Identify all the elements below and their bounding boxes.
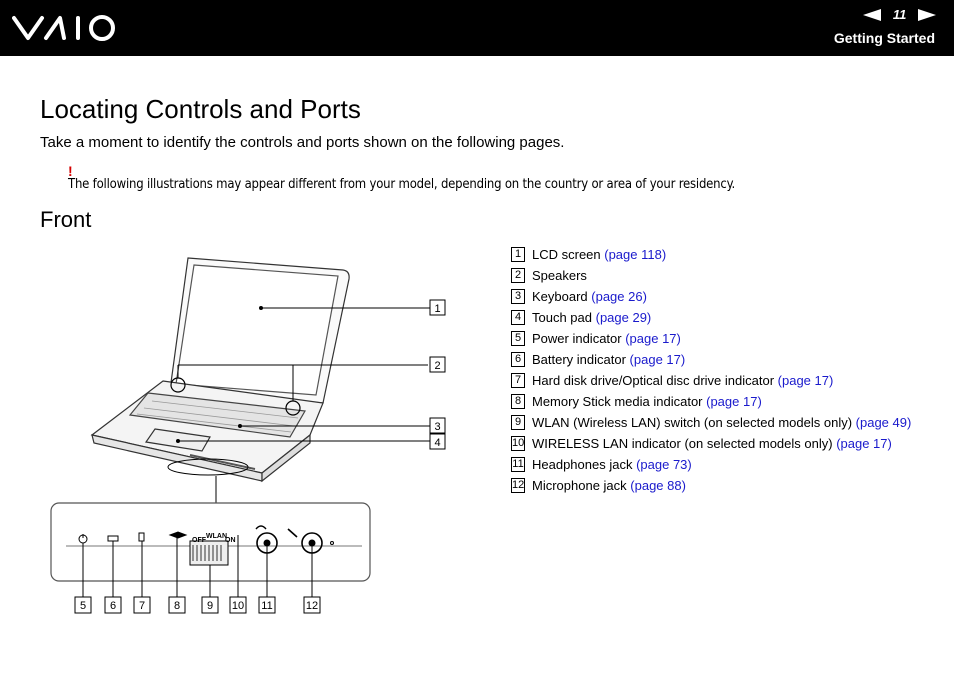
callout-6: 6	[110, 600, 116, 612]
page-link[interactable]: (page 17)	[625, 331, 681, 346]
list-item: 12 Microphone jack (page 88)	[511, 477, 931, 494]
item-text: Touch pad	[532, 310, 596, 325]
item-text: WLAN (Wireless LAN) switch (on selected …	[532, 415, 856, 430]
item-text: Hard disk drive/Optical disc drive indic…	[532, 373, 778, 388]
callout-8: 8	[174, 600, 180, 612]
warning-note: The following illustrations may appear d…	[68, 177, 736, 192]
page-title: Locating Controls and Ports	[40, 94, 361, 124]
callout-5: 5	[80, 600, 86, 612]
list-item: 5 Power indicator (page 17)	[511, 330, 931, 347]
item-number: 9	[511, 415, 525, 430]
laptop-front-illustration: 1 2 3 4 OFF WLAN ON	[50, 257, 446, 614]
callout-4: 4	[434, 437, 440, 449]
callout-3: 3	[434, 421, 440, 433]
callout-12: 12	[306, 600, 318, 612]
list-item: 8 Memory Stick media indicator (page 17)	[511, 393, 931, 410]
section-subtitle: Front	[40, 207, 92, 232]
switch-label-on: ON	[225, 537, 236, 544]
item-number: 11	[511, 457, 525, 472]
page-link[interactable]: (page 17)	[836, 436, 892, 451]
component-list: 1 LCD screen (page 118) 2 Speakers 3 Keyboa…	[511, 246, 931, 498]
page-link[interactable]: (page 73)	[636, 457, 692, 472]
page-link[interactable]: (page 118)	[604, 247, 667, 262]
item-number: 6	[511, 352, 525, 367]
item-number: 3	[511, 289, 525, 304]
callout-7: 7	[139, 600, 145, 612]
intro-text: Take a moment to identify the controls a…	[40, 134, 565, 151]
item-number: 12	[511, 478, 525, 493]
list-item: 3 Keyboard (page 26)	[511, 288, 931, 305]
item-text: Battery indicator	[532, 352, 630, 367]
vaio-logo	[12, 15, 115, 41]
switch-label-off: OFF	[192, 537, 207, 544]
switch-label-wlan: WLAN	[206, 533, 227, 540]
item-text: Power indicator	[532, 331, 626, 346]
page-link[interactable]: (page 17)	[777, 373, 834, 388]
list-item: 6 Battery indicator (page 17)	[511, 351, 931, 368]
list-item: 2 Speakers	[511, 267, 931, 284]
page-link[interactable]: (page 26)	[591, 289, 647, 304]
warning-icon: !	[68, 163, 73, 179]
callout-2: 2	[434, 360, 440, 372]
list-item: 7 Hard disk drive/Optical disc drive indi…	[511, 372, 931, 389]
page-link[interactable]: (page 17)	[629, 352, 686, 367]
prev-page-icon[interactable]	[863, 8, 882, 21]
page-number: 11	[892, 7, 907, 23]
list-item: 1 LCD screen (page 118)	[511, 246, 931, 263]
callout-11: 11	[261, 600, 272, 612]
item-number: 8	[511, 394, 525, 409]
pager: 11	[863, 6, 936, 22]
item-text: Headphones jack	[532, 457, 637, 472]
next-page-icon[interactable]	[918, 8, 936, 21]
header-bar: 11 Getting Started	[0, 0, 954, 56]
item-number: 10	[511, 436, 525, 451]
item-number: 5	[511, 331, 525, 346]
page-link[interactable]: (page 49)	[855, 415, 912, 430]
callout-9: 9	[207, 600, 213, 612]
item-text: Memory Stick media indicator	[532, 394, 707, 409]
item-number: 7	[511, 373, 525, 388]
item-text: Speakers	[532, 268, 587, 283]
list-item: 11 Headphones jack (page 73)	[511, 456, 931, 473]
item-number: 1	[511, 247, 525, 262]
page-link[interactable]: (page 29)	[595, 310, 652, 325]
list-item: 9 WLAN (Wireless LAN) switch (on selected…	[511, 414, 931, 431]
list-item: 4 Touch pad (page 29)	[511, 309, 931, 326]
callout-10: 10	[232, 600, 244, 612]
page-link[interactable]: (page 88)	[630, 478, 686, 493]
callout-1: 1	[434, 303, 440, 315]
item-number: 4	[511, 310, 525, 325]
item-number: 2	[511, 268, 525, 283]
section-name: Getting Started	[833, 30, 935, 46]
item-text: Keyboard	[532, 289, 592, 304]
item-text: WIRELESS LAN indicator (on selected mode…	[532, 436, 837, 451]
item-text: Microphone jack	[532, 478, 631, 493]
list-item: 10 WIRELESS LAN indicator (on selected mo…	[511, 435, 931, 452]
item-text: LCD screen	[532, 247, 605, 262]
page-link[interactable]: (page 17)	[706, 394, 762, 409]
